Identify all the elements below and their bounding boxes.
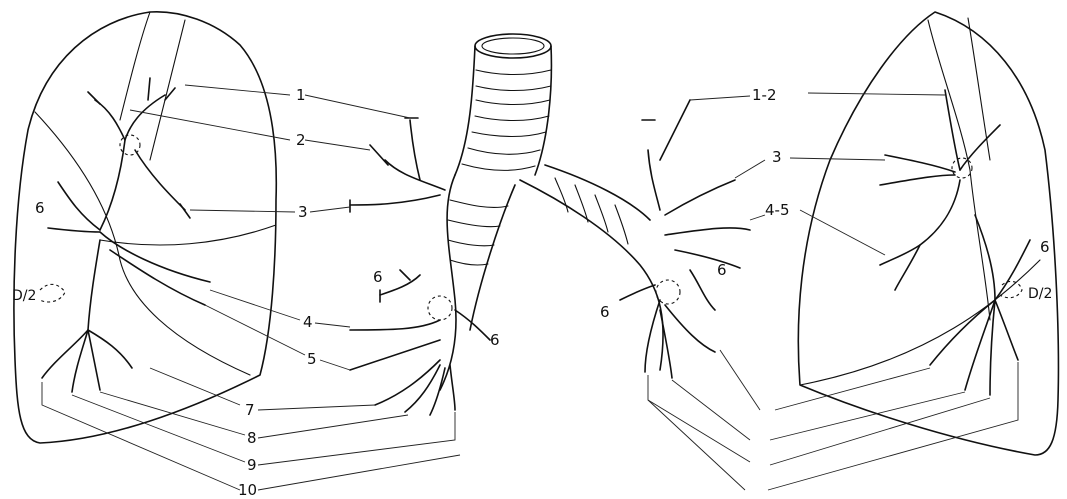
label-center-right-6a: 6 [600, 303, 610, 321]
trachea [455, 34, 551, 175]
label-9: 9 [247, 456, 257, 474]
label-r-3: 3 [772, 148, 782, 166]
label-7: 7 [245, 401, 255, 419]
center-right-bronchus [520, 100, 750, 378]
left-lung-bronchi [40, 78, 210, 392]
label-5: 5 [307, 350, 317, 368]
label-6: 6 [35, 199, 45, 217]
label-10: 10 [238, 481, 257, 499]
label-3: 3 [298, 203, 308, 221]
label-1: 1 [296, 86, 306, 104]
label-center-left-6b: 6 [490, 331, 500, 349]
right-lung-bronchi [880, 90, 1030, 395]
leader-lines [42, 85, 1018, 490]
label-2: 2 [296, 131, 306, 149]
label-r-6: 6 [1040, 238, 1050, 256]
center-left-ring [428, 296, 452, 320]
right-lung-outline [798, 12, 1058, 455]
label-center-left-6a: 6 [373, 268, 383, 286]
left-lung-outline [14, 12, 276, 443]
center-left-bronchus [350, 118, 515, 415]
label-r-1-2: 1-2 [752, 86, 777, 104]
label-d2: D/2 [12, 288, 36, 304]
label-center-right-6b: 6 [717, 261, 727, 279]
labels: 1 2 3 4 5 6 D/2 7 8 9 10 1-2 3 4-5 6 D/2… [12, 86, 1052, 499]
label-4: 4 [303, 313, 313, 331]
label-r-d2: D/2 [1028, 286, 1052, 302]
label-r-4-5: 4-5 [765, 201, 790, 219]
label-8: 8 [247, 429, 257, 447]
